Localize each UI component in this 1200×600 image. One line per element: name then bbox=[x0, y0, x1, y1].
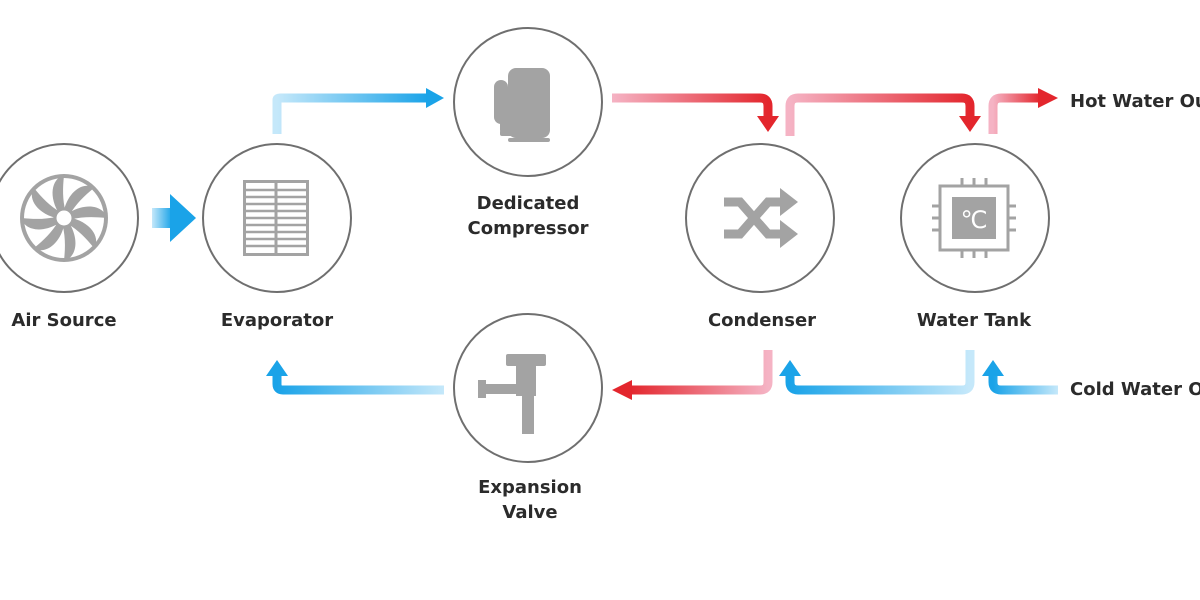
condenser-to-tank-arrowhead bbox=[959, 116, 981, 132]
compressor-label-line1: Dedicated bbox=[477, 193, 580, 214]
thermometer-celsius-icon: ℃ bbox=[932, 178, 1016, 258]
fan-icon bbox=[20, 174, 108, 262]
valve-to-evaporator-pipe bbox=[272, 376, 444, 395]
expansion-valve-label-line1: Expansion bbox=[478, 477, 582, 498]
compressor-label-line2: Compressor bbox=[468, 218, 589, 239]
condenser-to-valve-arrowhead bbox=[612, 380, 632, 400]
evaporator-to-compressor-arrowhead bbox=[426, 88, 444, 108]
cold-water-pipe bbox=[988, 376, 1058, 395]
node-evaporator: Evaporator bbox=[202, 143, 352, 331]
valve-icon bbox=[478, 354, 546, 434]
node-water-tank: ℃ Water Tank bbox=[900, 143, 1050, 331]
valve-to-evaporator-arrowhead bbox=[266, 360, 288, 376]
shuffle-arrows-icon bbox=[724, 188, 798, 248]
compressor-icon bbox=[494, 68, 550, 142]
node-condenser: Condenser bbox=[685, 143, 835, 331]
celsius-symbol: ℃ bbox=[961, 206, 988, 234]
water-tank-label: Water Tank bbox=[917, 310, 1032, 331]
tank-to-condenser-arrowhead bbox=[779, 360, 801, 376]
air-intake-arrow bbox=[152, 194, 196, 242]
node-air-source: Air Source bbox=[0, 143, 139, 331]
hot-water-out-label: Hot Water Out bbox=[1070, 91, 1200, 112]
hot-water-out-pipe bbox=[988, 93, 1040, 134]
cold-water-arrowhead bbox=[982, 360, 1004, 376]
compressor-to-condenser-arrowhead bbox=[757, 116, 779, 132]
expansion-valve-label-line2: Valve bbox=[502, 502, 557, 523]
flow-pipes bbox=[152, 88, 1058, 400]
condenser-to-tank-pipe bbox=[785, 93, 975, 136]
condenser-ring bbox=[685, 143, 835, 293]
air-source-label: Air Source bbox=[11, 310, 116, 331]
node-expansion-valve: Expansion Valve bbox=[453, 313, 603, 523]
node-compressor: Dedicated Compressor bbox=[453, 27, 603, 239]
evaporator-to-compressor-pipe bbox=[272, 93, 428, 134]
evaporator-label: Evaporator bbox=[221, 310, 333, 331]
condenser-label: Condenser bbox=[708, 310, 816, 331]
compressor-to-condenser-pipe bbox=[612, 93, 773, 118]
cold-water-out-label: Cold Water Out bbox=[1070, 379, 1200, 400]
condenser-to-valve-pipe bbox=[630, 350, 773, 395]
tank-to-condenser-pipe bbox=[785, 350, 975, 395]
grille-icon bbox=[243, 180, 309, 256]
hot-water-out-arrowhead bbox=[1038, 88, 1058, 108]
